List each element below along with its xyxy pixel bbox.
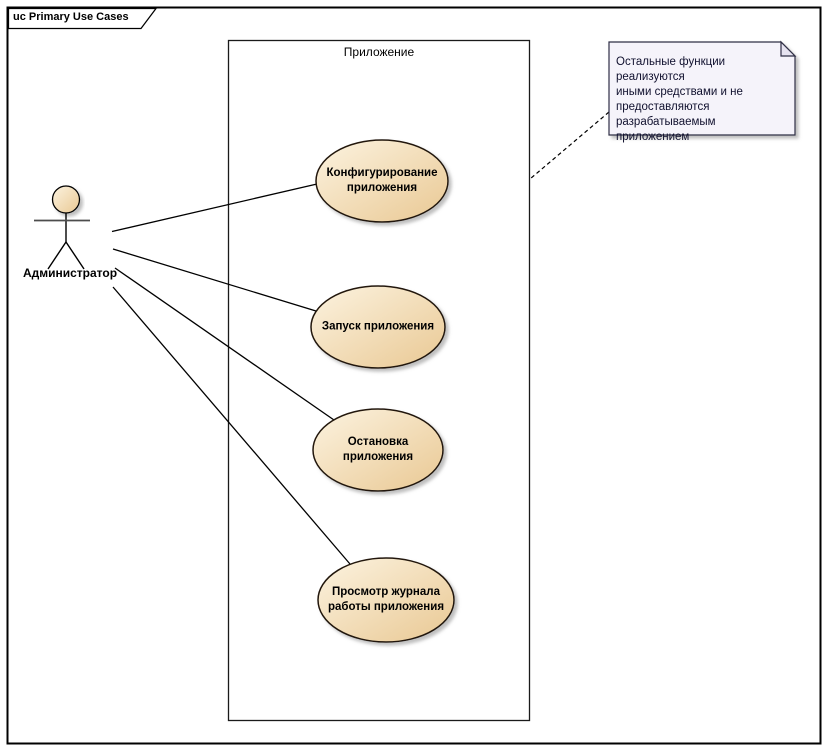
association-line-start[interactable] — [112, 248, 317, 312]
actor-left-leg — [47, 241, 67, 270]
association-line-viewlog[interactable] — [112, 286, 351, 565]
usecase-ellipse-start[interactable] — [310, 285, 446, 369]
usecase-ellipse-stop[interactable] — [312, 408, 444, 492]
note-body — [608, 41, 796, 136]
usecase-ellipse-configure[interactable] — [315, 139, 449, 223]
association-line-stop[interactable] — [114, 267, 335, 421]
note-fold-corner-icon — [780, 40, 797, 57]
usecase-ellipse-viewlog[interactable] — [317, 557, 455, 643]
actor-head — [51, 185, 81, 214]
note-link-line[interactable] — [529, 111, 610, 180]
actor-right-leg — [65, 241, 85, 270]
association-line-configure[interactable] — [111, 183, 318, 233]
actor-figure[interactable] — [34, 185, 90, 270]
frame-border — [6, 6, 822, 745]
note-shape[interactable] — [608, 40, 797, 136]
frame-title-tab — [7, 7, 158, 30]
